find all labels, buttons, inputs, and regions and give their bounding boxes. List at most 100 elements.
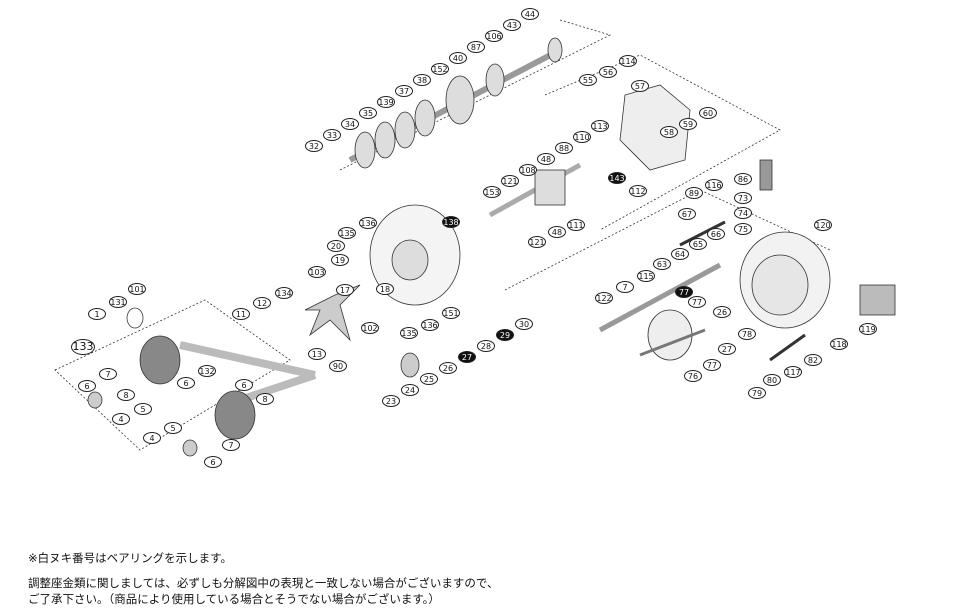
part-label-6: 6: [235, 379, 253, 391]
part-label-43: 43: [503, 19, 521, 31]
side-plate-group-outline: [544, 54, 781, 231]
part-label-48: 48: [548, 226, 566, 238]
part-label-65: 65: [689, 238, 707, 250]
part-label-86: 86: [734, 173, 752, 185]
part-label-57: 57: [631, 80, 649, 92]
part-label-35: 35: [359, 107, 377, 119]
part-label-102: 102: [361, 322, 379, 334]
part-label-131: 131: [109, 296, 127, 308]
part-label-143: 143: [608, 172, 626, 184]
part-label-152: 152: [431, 63, 449, 75]
part-label-114: 114: [619, 55, 637, 67]
part-label-23: 23: [382, 395, 400, 407]
part-label-13: 13: [308, 348, 326, 360]
part-label-63: 63: [653, 258, 671, 270]
part-label-66: 66: [707, 228, 725, 240]
part-label-76: 76: [684, 370, 702, 382]
parts-drawing: [54, 19, 896, 457]
part-label-8: 8: [256, 393, 274, 405]
part-label-77: 77: [688, 296, 706, 308]
part-label-27: 27: [718, 343, 736, 355]
part-label-7: 7: [616, 281, 634, 293]
part-label-6: 6: [204, 456, 222, 468]
part-label-4: 4: [143, 432, 161, 444]
part-label-34: 34: [341, 118, 359, 130]
part-label-20: 20: [327, 240, 345, 252]
part-label-58: 58: [660, 126, 678, 138]
part-label-55: 55: [579, 74, 597, 86]
part-label-38: 38: [413, 74, 431, 86]
part-label-121: 121: [528, 236, 546, 248]
part-label-121: 121: [501, 175, 519, 187]
part-label-24: 24: [401, 384, 419, 396]
part-label-26: 26: [439, 362, 457, 374]
part-label-135: 135: [338, 227, 356, 239]
part-label-28: 28: [477, 340, 495, 352]
part-label-44: 44: [521, 8, 539, 20]
part-label-80: 80: [763, 374, 781, 386]
part-label-103: 103: [308, 266, 326, 278]
part-label-82: 82: [804, 354, 822, 366]
part-label-153: 153: [483, 186, 501, 198]
part-label-74: 74: [734, 207, 752, 219]
part-label-111: 111: [567, 219, 585, 231]
part-label-27: 27: [458, 351, 476, 363]
part-label-12: 12: [253, 297, 271, 309]
bearing-note: ※白ヌキ番号はベアリングを示します。: [28, 551, 232, 565]
part-label-115: 115: [637, 270, 655, 282]
part-label-138: 138: [442, 216, 460, 228]
part-label-7: 7: [99, 368, 117, 380]
part-label-139: 139: [377, 96, 395, 108]
part-label-133: 133: [71, 339, 95, 355]
part-label-25: 25: [420, 373, 438, 385]
part-label-101: 101: [128, 283, 146, 295]
washer-note-line1: 調整座金類に関しましては、必ずしも分解図中の表現と一致しない場合がございますので…: [28, 576, 499, 590]
part-label-73: 73: [734, 192, 752, 204]
part-label-151: 151: [442, 307, 460, 319]
part-label-11: 11: [232, 308, 250, 320]
part-label-113: 113: [591, 120, 609, 132]
part-label-90: 90: [329, 360, 347, 372]
part-label-60: 60: [699, 107, 717, 119]
part-label-77: 77: [703, 359, 721, 371]
part-label-122: 122: [595, 292, 613, 304]
part-label-18: 18: [376, 283, 394, 295]
part-label-120: 120: [814, 219, 832, 231]
part-label-64: 64: [671, 248, 689, 260]
part-label-117: 117: [784, 366, 802, 378]
part-label-110: 110: [573, 131, 591, 143]
part-label-78: 78: [738, 328, 756, 340]
part-label-6: 6: [78, 380, 96, 392]
part-label-75: 75: [734, 223, 752, 235]
washer-note-line2: ご了承下さい。（商品により使用している場合とそうでない場合がございます。）: [28, 592, 440, 606]
part-label-67: 67: [678, 208, 696, 220]
part-label-17: 17: [336, 284, 354, 296]
part-label-119: 119: [859, 323, 877, 335]
part-label-5: 5: [164, 422, 182, 434]
part-label-77: 77: [675, 286, 693, 298]
part-label-132: 132: [198, 365, 216, 377]
part-label-112: 112: [629, 185, 647, 197]
frame-group-outline: [504, 189, 831, 291]
part-label-118: 118: [830, 338, 848, 350]
part-label-88: 88: [555, 142, 573, 154]
part-label-37: 37: [395, 85, 413, 97]
handle-group-outline: [54, 299, 291, 451]
part-label-116: 116: [705, 179, 723, 191]
part-label-1: 1: [88, 308, 106, 320]
part-label-134: 134: [275, 287, 293, 299]
part-label-136: 136: [359, 217, 377, 229]
part-label-7: 7: [222, 439, 240, 451]
part-label-30: 30: [515, 318, 533, 330]
part-label-33: 33: [323, 129, 341, 141]
part-label-5: 5: [134, 403, 152, 415]
part-label-4: 4: [112, 413, 130, 425]
part-label-87: 87: [467, 41, 485, 53]
part-label-89: 89: [685, 187, 703, 199]
part-label-8: 8: [117, 389, 135, 401]
part-label-56: 56: [599, 66, 617, 78]
part-label-59: 59: [679, 118, 697, 130]
part-label-26: 26: [713, 306, 731, 318]
part-label-32: 32: [305, 140, 323, 152]
